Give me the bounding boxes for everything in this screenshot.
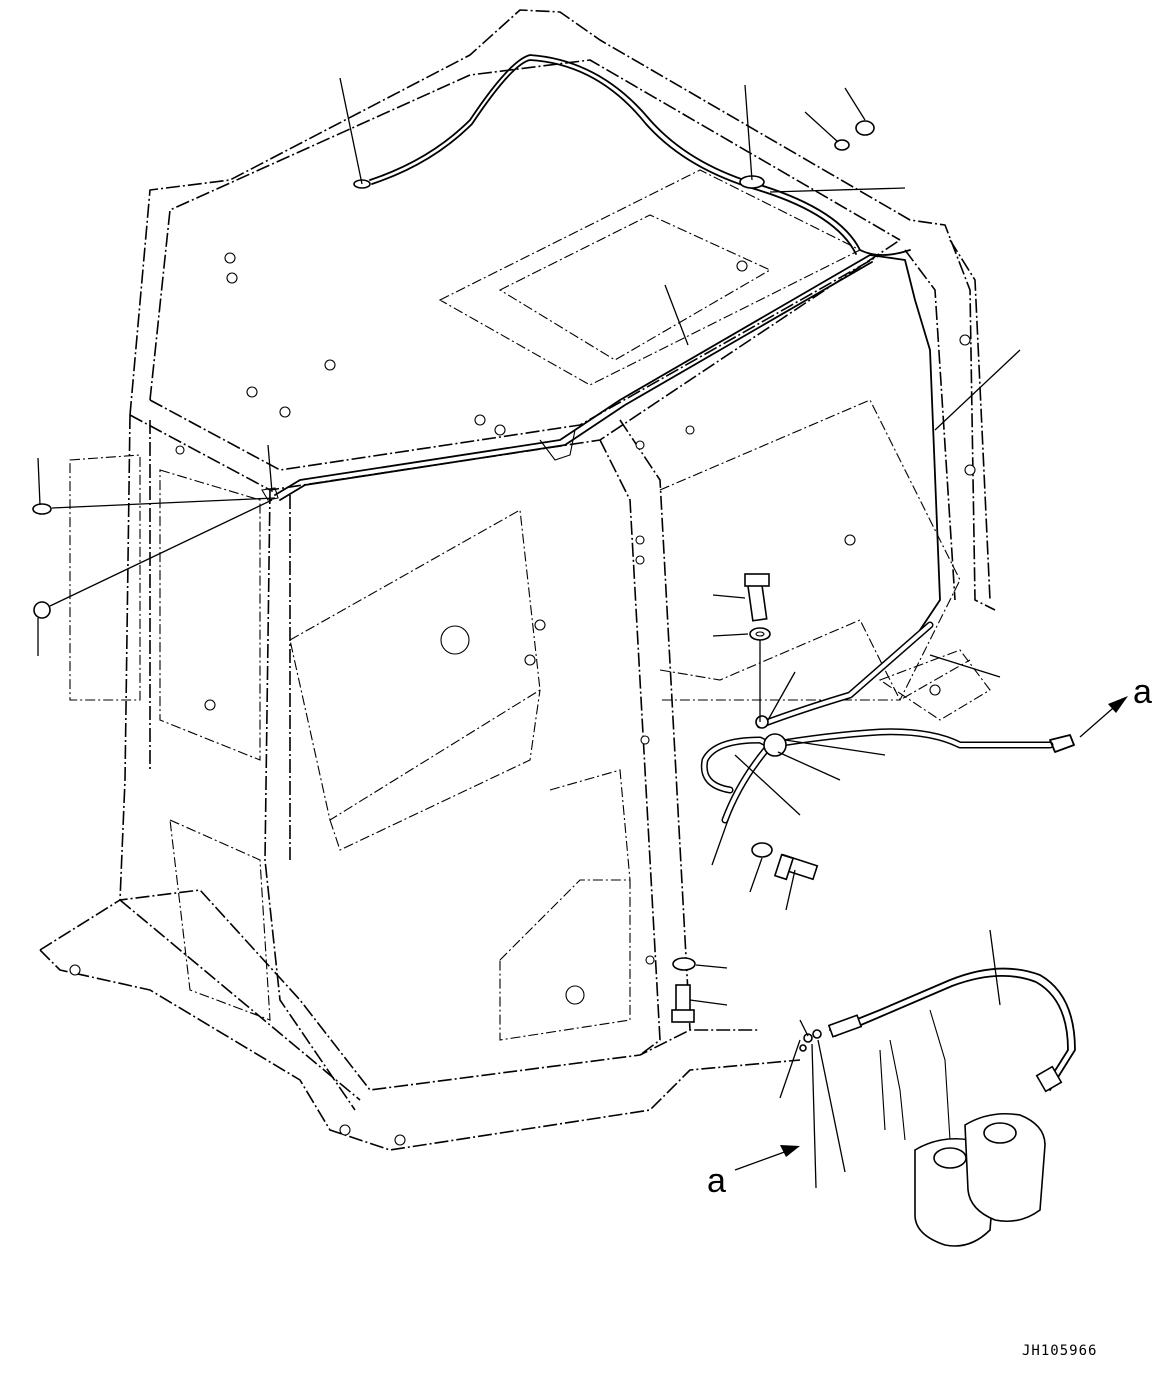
cab-frame [39,9,996,1151]
leader-lines [37,77,1021,1189]
fasteners [32,120,875,1052]
roof-harness [261,54,941,631]
reference-label-a-top: a [1133,673,1152,711]
drawing-id: JH105966 [1022,1343,1097,1359]
arrow-from-a-bottom [734,1145,800,1171]
washer-tank-assembly [827,967,1076,1247]
reference-label-a-bottom: a [707,1162,726,1200]
arrow-to-a-top [1079,696,1128,738]
washer-hose [700,621,1075,824]
